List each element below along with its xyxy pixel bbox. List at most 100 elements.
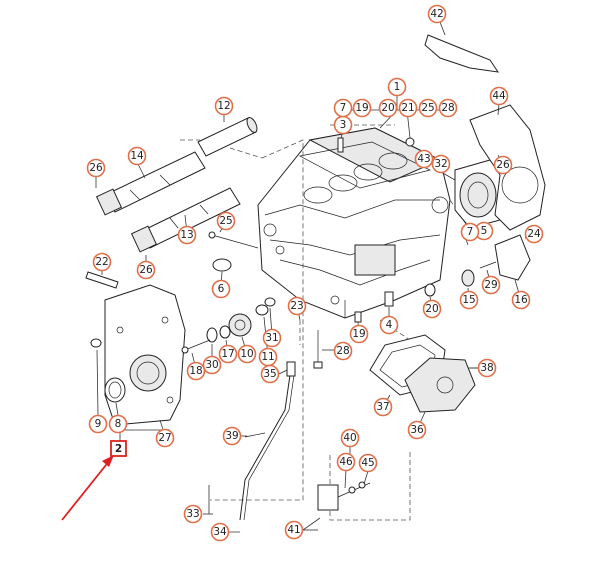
callout-42: 42: [427, 4, 447, 24]
bush-11: [255, 297, 276, 316]
svg-text:26: 26: [496, 159, 510, 171]
svg-text:35: 35: [263, 368, 276, 380]
svg-text:44: 44: [492, 90, 506, 102]
callout-19-top: 19: [352, 98, 372, 118]
svg-text:14: 14: [130, 150, 144, 162]
svg-text:31: 31: [265, 332, 278, 344]
gear-15: [461, 269, 475, 287]
callout-29: 29: [481, 275, 501, 295]
shield-42: [424, 34, 500, 73]
callout-9: 9: [88, 414, 108, 434]
washer-17: [219, 325, 231, 339]
callout-28-top: 28: [438, 98, 458, 118]
callout-26-left: 26: [86, 158, 106, 178]
svg-text:19: 19: [355, 102, 368, 114]
gear-10: [228, 313, 252, 337]
callout-7-right: 7: [460, 222, 480, 242]
svg-text:32: 32: [434, 158, 447, 170]
callout-28-mid: 28: [333, 341, 353, 361]
tube-12: [197, 117, 258, 157]
svg-text:38: 38: [480, 362, 493, 374]
oil-pump-36: [404, 357, 476, 413]
callout-25-top: 25: [418, 98, 438, 118]
svg-text:42: 42: [430, 8, 443, 20]
callout-30: 30: [202, 355, 222, 375]
svg-text:21: 21: [401, 102, 414, 114]
svg-text:25: 25: [219, 215, 232, 227]
callout-21: 21: [398, 98, 418, 118]
svg-text:7: 7: [340, 102, 347, 114]
callout-20-mid: 20: [422, 299, 442, 319]
svg-text:27: 27: [158, 432, 171, 444]
svg-text:3: 3: [340, 119, 347, 131]
svg-text:12: 12: [217, 100, 230, 112]
svg-text:26: 26: [89, 162, 103, 174]
svg-text:36: 36: [410, 424, 424, 436]
svg-text:25: 25: [421, 102, 434, 114]
callout-40: 40: [340, 428, 360, 448]
strip-22: [85, 271, 119, 289]
ring-6: [212, 258, 232, 272]
oil-filter-bracket-40: [300, 481, 371, 531]
svg-text:8: 8: [115, 418, 122, 430]
svg-text:16: 16: [514, 294, 528, 306]
svg-text:18: 18: [189, 365, 202, 377]
callout-13: 13: [177, 225, 197, 245]
callout-38: 38: [477, 358, 497, 378]
callout-8: 8: [108, 414, 128, 434]
svg-text:26: 26: [139, 264, 153, 276]
callout-35: 35: [260, 364, 280, 384]
bolt-28: [313, 330, 323, 369]
seal-flange-43: [454, 159, 506, 229]
bolt-39: [244, 432, 266, 438]
callout-41: 41: [284, 520, 304, 540]
callout-33: 33: [183, 504, 203, 524]
sensor-16: [494, 234, 531, 281]
svg-text:20: 20: [425, 303, 438, 315]
callout-24: 24: [524, 224, 544, 244]
pulley-30: [206, 327, 218, 343]
highlight-arrow: [61, 455, 114, 521]
svg-text:19: 19: [352, 328, 365, 340]
svg-text:2: 2: [115, 443, 122, 455]
callout-6: 6: [211, 279, 231, 299]
callout-4: 4: [379, 315, 399, 335]
dipstick-tube: [239, 361, 296, 521]
callout-34: 34: [210, 522, 230, 542]
svg-text:28: 28: [441, 102, 454, 114]
callout-18: 18: [186, 361, 206, 381]
svg-text:30: 30: [205, 359, 218, 371]
bolt-29: [479, 261, 497, 269]
svg-text:40: 40: [343, 432, 356, 444]
callout-12: 12: [214, 96, 234, 116]
callout-14: 14: [127, 146, 147, 166]
callout-46: 46: [336, 452, 356, 472]
svg-text:23: 23: [290, 300, 303, 312]
callout-37: 37: [373, 397, 393, 417]
callout-22: 22: [92, 252, 112, 272]
svg-text:43: 43: [417, 153, 430, 165]
callout-20-top: 20: [378, 98, 398, 118]
callout-26-right: 26: [493, 155, 513, 175]
callout-10: 10: [237, 344, 257, 364]
svg-text:1: 1: [394, 81, 401, 93]
svg-text:11: 11: [261, 351, 274, 363]
callout-36: 36: [407, 420, 427, 440]
svg-text:24: 24: [527, 228, 541, 240]
svg-text:37: 37: [376, 401, 389, 413]
plug-20: [424, 283, 436, 297]
seal-ring-8: [104, 377, 126, 403]
svg-text:4: 4: [386, 319, 393, 331]
plug-9: [90, 338, 102, 348]
plug-21: [405, 137, 415, 147]
callout-45: 45: [358, 453, 378, 473]
callout-7-top: 7: [333, 98, 353, 118]
bolt-18: [181, 339, 211, 354]
stud-19: [354, 311, 362, 323]
svg-text:34: 34: [213, 526, 227, 538]
balance-shaft-lower: [130, 187, 241, 253]
callout-2: 2: [110, 440, 127, 457]
svg-text:33: 33: [186, 508, 199, 520]
pin-4: [384, 291, 394, 307]
